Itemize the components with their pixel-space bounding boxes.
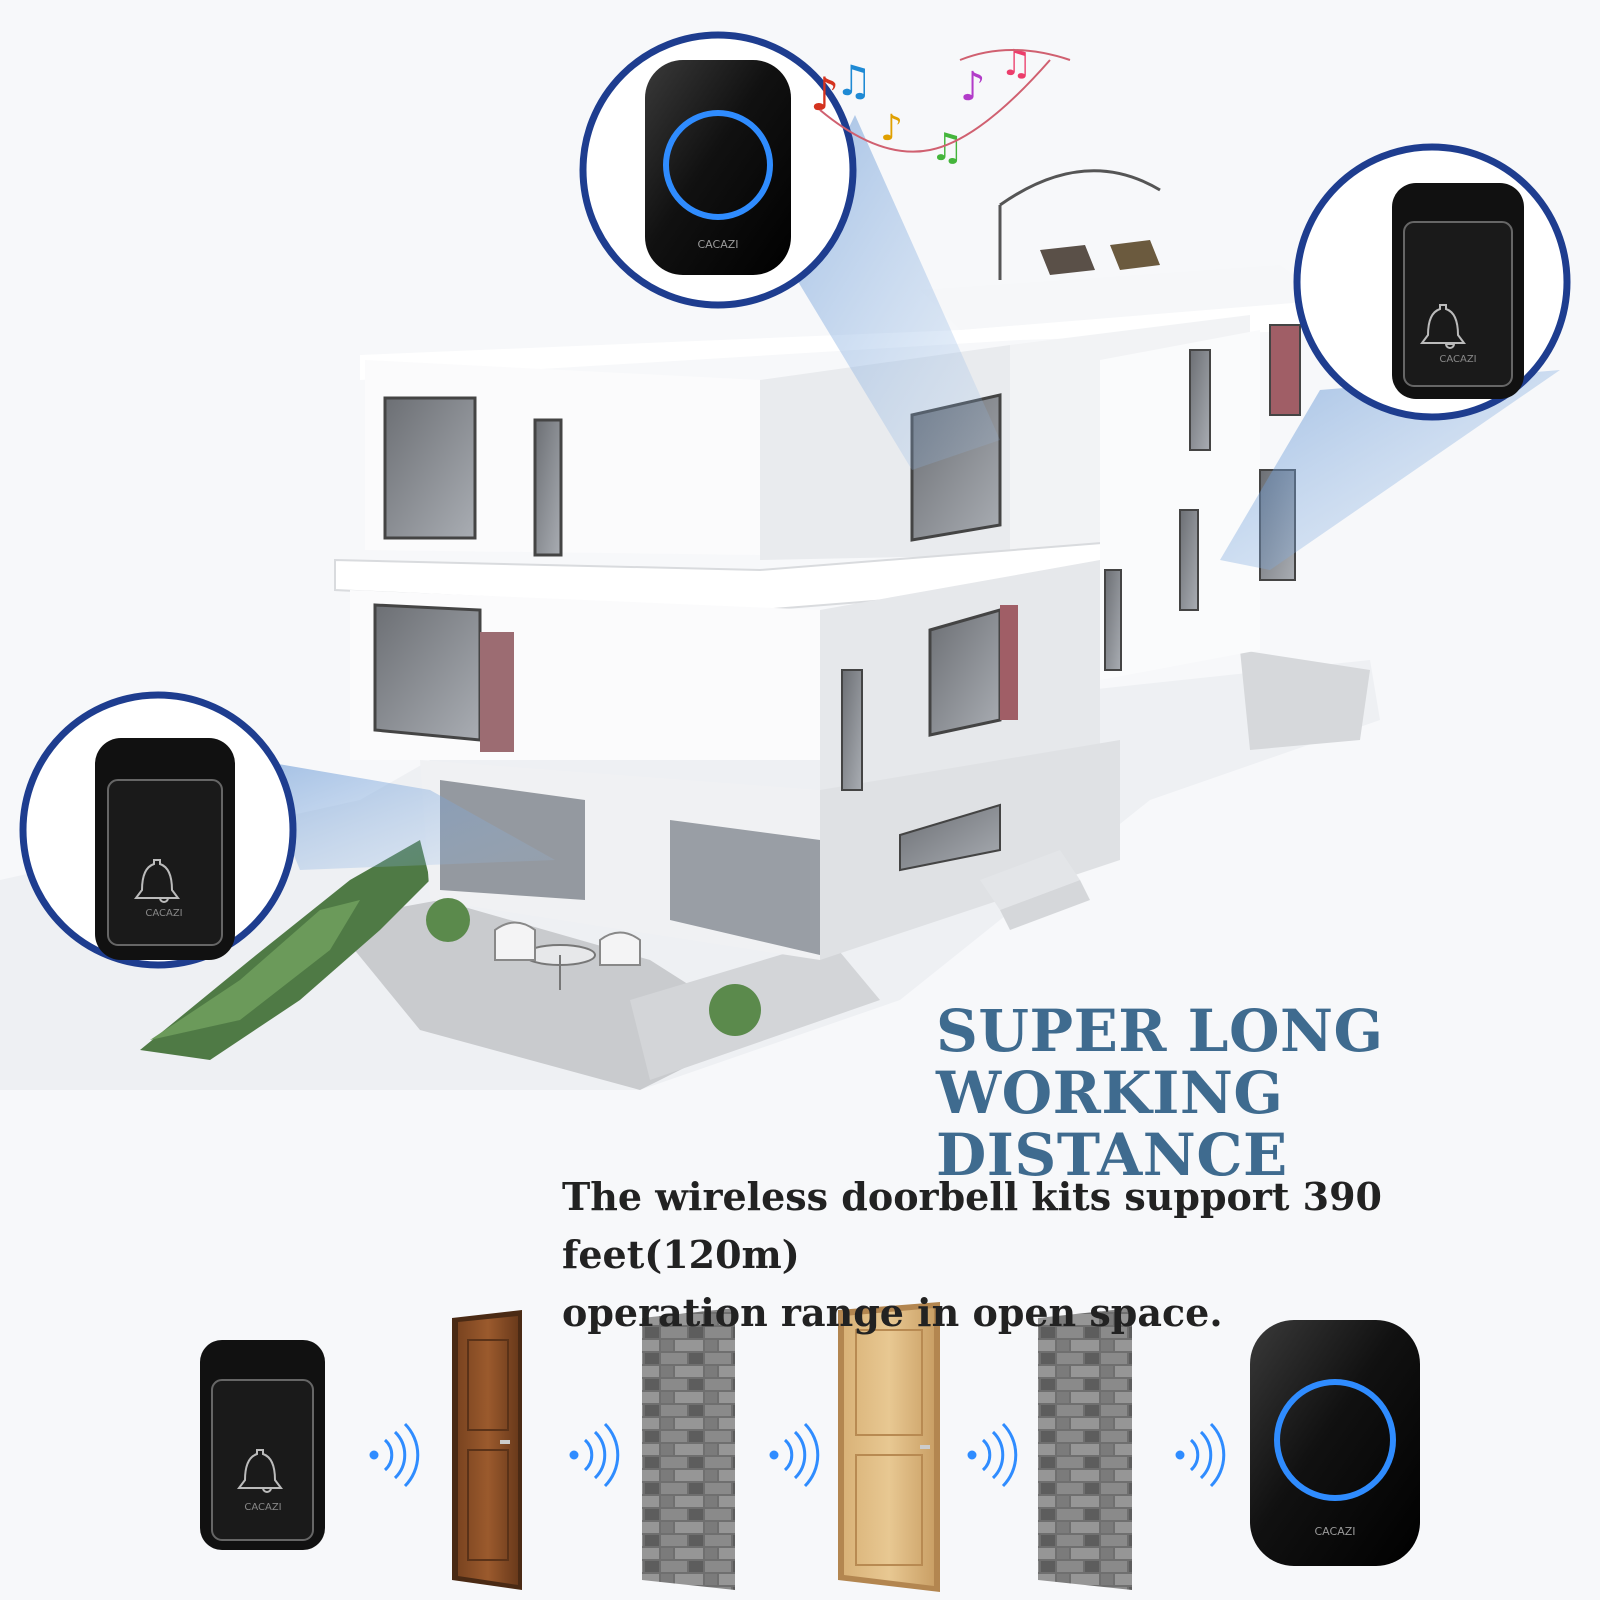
description-line-2: operation range in open space.	[562, 1290, 1223, 1335]
range-description: The wireless doorbell kits support 390 f…	[562, 1168, 1592, 1342]
receiver-ring	[663, 110, 773, 220]
description-line-1: The wireless doorbell kits support 390 f…	[562, 1174, 1382, 1277]
bottom-receiver-brand: CACAZI	[1315, 1525, 1356, 1538]
headline-line-2: WORKING DISTANCE	[936, 1059, 1288, 1189]
button-callout-left: CACAZI	[19, 691, 297, 969]
wooden-door-dark	[452, 1310, 522, 1590]
receiver-brand: CACAZI	[698, 238, 739, 251]
headline-line-1: SUPER LONG	[936, 997, 1384, 1065]
music-notes-icon: ♪ ♫ ♪ ♫ ♪ ♫	[810, 43, 1071, 169]
left-button-brand: CACAZI	[145, 908, 182, 919]
range-row: CACAZI	[200, 1302, 1420, 1592]
headline: SUPER LONG WORKING DISTANCE	[936, 1000, 1576, 1186]
svg-text:♪: ♪	[810, 67, 839, 121]
wooden-door-light	[838, 1302, 940, 1592]
stone-wall	[1038, 1308, 1132, 1590]
receiver-ring	[1274, 1379, 1396, 1501]
bottom-transmitter: CACAZI	[200, 1340, 325, 1550]
button-callout-right: CACAZI	[1293, 143, 1571, 421]
svg-text:♫: ♫	[835, 56, 873, 105]
stone-wall	[642, 1308, 735, 1590]
svg-text:♫: ♫	[930, 125, 964, 169]
bottom-receiver: CACAZI	[1250, 1320, 1420, 1566]
svg-text:♪: ♪	[960, 64, 986, 110]
button-brand: CACAZI	[1439, 354, 1476, 365]
wireless-signal-icon	[967, 1422, 1018, 1488]
wireless-signal-icon	[569, 1422, 620, 1488]
wireless-signal-icon	[769, 1422, 820, 1488]
bell-icon	[1420, 304, 1466, 349]
wireless-signal-icon	[1175, 1422, 1226, 1488]
wireless-signal-icon	[369, 1422, 420, 1488]
receiver-callout: CACAZI	[579, 31, 857, 309]
hedge	[140, 840, 430, 1060]
bell-icon	[134, 859, 180, 903]
transmitter-brand: CACAZI	[244, 1502, 281, 1513]
bell-icon	[237, 1449, 283, 1493]
svg-text:♪: ♪	[880, 108, 903, 149]
